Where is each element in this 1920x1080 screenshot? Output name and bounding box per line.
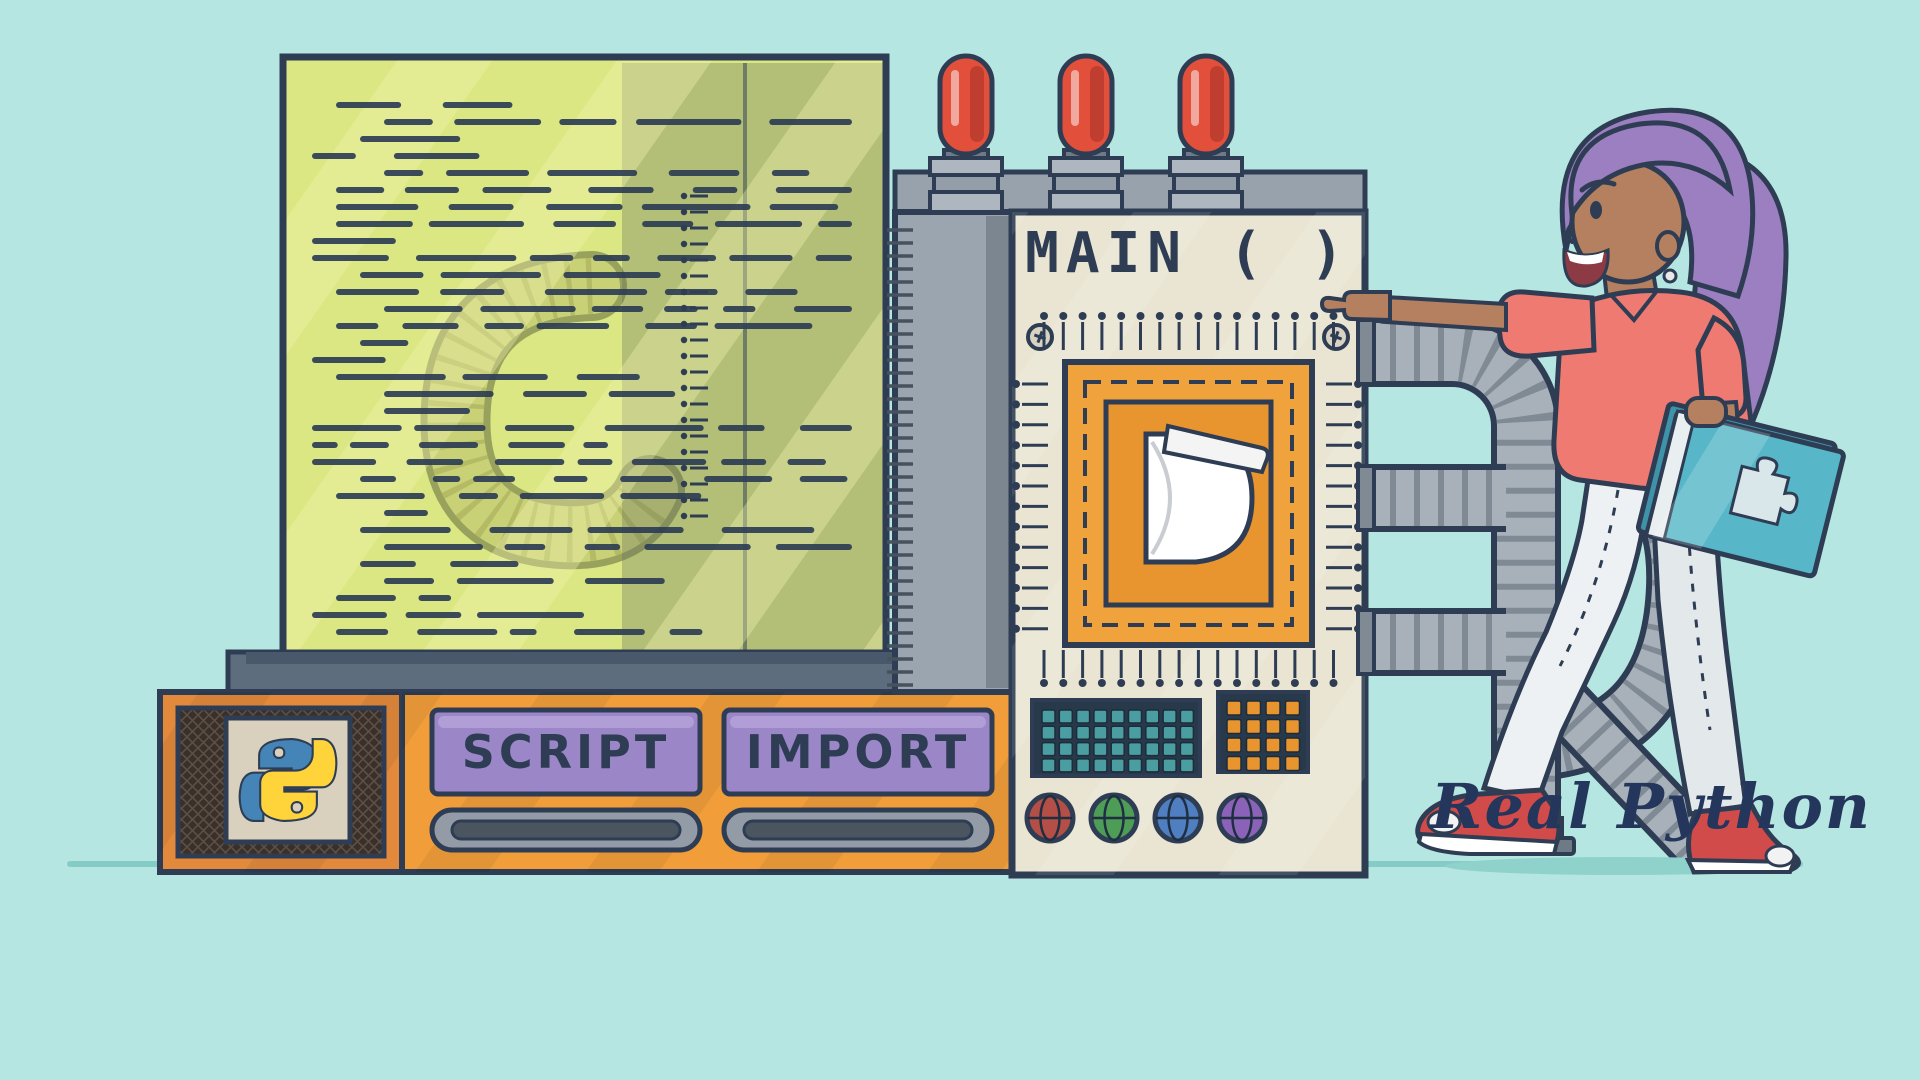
python-logo-icon: [238, 737, 338, 822]
pipe-flange: [1356, 608, 1376, 676]
python-logo-box: [157, 689, 405, 875]
screw-icon: [1322, 323, 1350, 351]
screw-icon: [1026, 323, 1054, 351]
eyebrow: [1579, 179, 1617, 193]
control-panel: SCRIPT IMPORT: [399, 689, 1015, 875]
hand-on-book: [1684, 396, 1728, 428]
keypad-orange-keys: [1226, 700, 1301, 772]
pipe-elbow-main: [1366, 317, 1561, 822]
chip-dashed-frame: [1083, 380, 1294, 627]
earring-icon: [1662, 268, 1678, 284]
chip-pins-bottom: [1040, 650, 1338, 687]
import-button-label: IMPORT: [746, 725, 970, 779]
shirt-collar: [1610, 290, 1658, 324]
pipe-flange: [1356, 464, 1376, 532]
indicator-bulb-icon: [1050, 56, 1122, 212]
nose: [1565, 222, 1574, 244]
script-button: SCRIPT: [429, 707, 703, 797]
globe-knob-red: [1024, 792, 1076, 844]
keypad-teal: [1030, 698, 1202, 778]
chip-pins-left: [1012, 380, 1048, 633]
chip-pins-top: [1040, 312, 1338, 350]
ear: [1655, 230, 1681, 262]
pipe-flange: [1356, 318, 1376, 386]
indicator-bulb-icon: [1170, 56, 1242, 212]
vent-slot-left: [429, 807, 703, 853]
hair-fringe: [1568, 120, 1734, 222]
document-scroll-icon: [1143, 423, 1270, 565]
script-button-highlight: [438, 716, 694, 728]
code-glass-panel: [279, 53, 890, 659]
glass-pin-column: [680, 192, 708, 520]
pointing-arm-sleeve: [1495, 289, 1597, 359]
tower-fins: [887, 228, 913, 687]
book-sheen: [1652, 422, 1771, 549]
front-leg-seam: [1558, 489, 1620, 667]
eye: [1590, 201, 1602, 219]
import-button-highlight: [730, 716, 986, 728]
tower-shade: [986, 216, 1010, 688]
code-lines: [312, 102, 852, 635]
import-button: IMPORT: [721, 707, 995, 797]
script-button-label: SCRIPT: [462, 725, 671, 779]
globe-knob-purple: [1216, 792, 1268, 844]
front-shoe: [1415, 787, 1562, 856]
book: [1635, 401, 1846, 579]
glass-sheen: [283, 57, 886, 655]
teeth: [1567, 252, 1604, 265]
main-title: MAIN ( ): [1025, 221, 1351, 286]
puzzle-piece-icon: [1728, 456, 1799, 527]
chip-socket: [1062, 359, 1315, 648]
keypad-orange: [1216, 690, 1310, 774]
globe-knob-green: [1088, 792, 1140, 844]
brand-signature: Real Python: [1429, 770, 1872, 843]
pipe-diagonal-leg: [1538, 680, 1728, 874]
indicator-bulb-icon: [930, 56, 1002, 212]
pointing-hand: [1319, 290, 1392, 323]
globe-knob-blue: [1152, 792, 1204, 844]
vent-slot-right: [721, 807, 995, 853]
main-panel: MAIN ( ): [1008, 208, 1369, 879]
machine-base-lip: [246, 652, 910, 664]
back-shoe: [1684, 803, 1801, 875]
keypad-teal-keys: [1041, 709, 1195, 773]
woman-illustration: [1319, 107, 1846, 875]
